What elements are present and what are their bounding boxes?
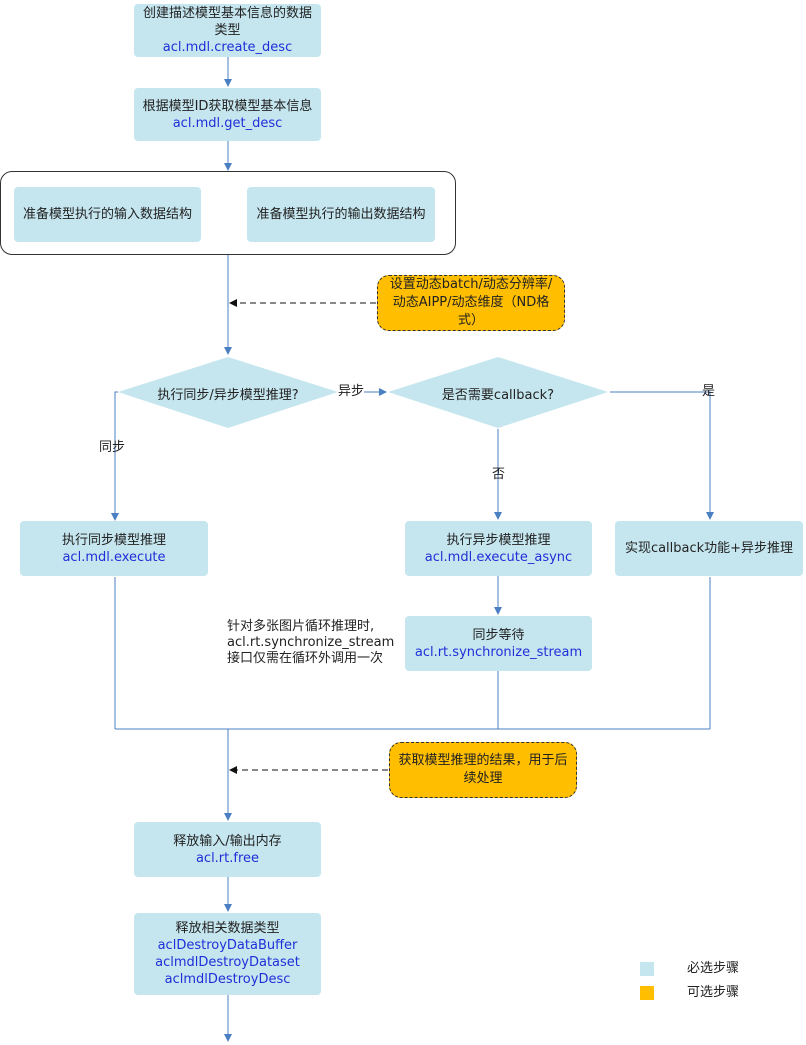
legend-label-required: 必选步骤 — [687, 961, 740, 976]
note-line: acl.rt.synchronize_stream — [227, 635, 395, 650]
api-name: aclmdlDestroyDataset — [155, 955, 300, 970]
edge-label-async: 异步 — [338, 384, 365, 399]
step-text: 准备模型执行的输入数据结构 — [22, 207, 192, 222]
step-text: 创建描述模型基本信息的数据类型 — [142, 6, 312, 38]
legend-label-optional: 可选步骤 — [687, 985, 740, 1000]
step-text: 获取模型推理的结果，用于后续处理 — [398, 753, 568, 786]
step-text: 准备模型执行的输出数据结构 — [256, 207, 426, 222]
decision-sync-label: 执行同步/异步模型推理? — [157, 388, 299, 403]
step-prep-output: 准备模型执行的输出数据结构 — [247, 187, 435, 242]
step-callback-async: 实现callback功能+异步推理 — [615, 521, 803, 576]
api-name: acl.rt.free — [195, 850, 260, 866]
step-text: 释放输入/输出内存 — [173, 833, 282, 849]
note-line: 针对多张图片循环推理时, — [227, 619, 375, 634]
api-name: acl.mdl.execute — [62, 549, 166, 565]
decision-callback-diamond — [388, 357, 608, 428]
step-exec-sync: 执行同步模型推理 acl.mdl.execute — [20, 521, 208, 576]
decision-sync-diamond — [118, 357, 338, 428]
step-create-desc: 创建描述模型基本信息的数据类型 acl.mdl.create_desc — [134, 4, 321, 57]
api-name: acl.mdl.create_desc — [162, 40, 293, 55]
legend-swatch-required — [640, 962, 654, 976]
step-text: 实现callback功能+异步推理 — [624, 541, 794, 556]
step-text: 执行异步模型推理 — [446, 532, 551, 548]
step-text: 根据模型ID获取模型基本信息 — [142, 98, 313, 114]
legend-swatch-optional — [640, 986, 654, 1000]
decision-callback-label: 是否需要callback? — [441, 388, 555, 403]
step-sync-wait: 同步等待 acl.rt.synchronize_stream — [405, 616, 592, 671]
prepare-data-group — [0, 171, 456, 255]
sync-note: 针对多张图片循环推理时, acl.rt.synchronize_stream 接… — [227, 619, 394, 667]
edge-label-sync: 同步 — [99, 440, 126, 455]
note-line: 接口仅需在循环外调用一次 — [227, 651, 384, 666]
step-text: 释放相关数据类型 — [175, 921, 280, 936]
optional-dynamic-config: 设置动态batch/动态分辨率/动态AIPP/动态维度（ND格式） — [377, 275, 565, 331]
edge-label-yes: 是 — [702, 384, 716, 399]
step-destroy: 释放相关数据类型 aclDestroyDataBuffer aclmdlDest… — [134, 913, 321, 995]
api-name: acl.mdl.execute_async — [424, 549, 573, 565]
step-free-mem: 释放输入/输出内存 acl.rt.free — [134, 822, 321, 877]
optional-get-result: 获取模型推理的结果，用于后续处理 — [389, 742, 577, 798]
step-text: 执行同步模型推理 — [61, 532, 166, 548]
api-name: acl.mdl.get_desc — [172, 115, 283, 131]
step-text: 同步等待 — [472, 627, 525, 643]
step-prep-input: 准备模型执行的输入数据结构 — [14, 187, 201, 242]
step-exec-async: 执行异步模型推理 acl.mdl.execute_async — [405, 521, 592, 576]
api-name: acl.rt.synchronize_stream — [414, 644, 583, 660]
edge-label-no: 否 — [492, 467, 506, 482]
step-get-desc: 根据模型ID获取模型基本信息 acl.mdl.get_desc — [134, 88, 321, 141]
api-name: aclDestroyDataBuffer — [157, 938, 298, 953]
api-name: aclmdlDestroyDesc — [164, 972, 291, 987]
step-text: 设置动态batch/动态分辨率/动态AIPP/动态维度（ND格式） — [389, 277, 553, 328]
